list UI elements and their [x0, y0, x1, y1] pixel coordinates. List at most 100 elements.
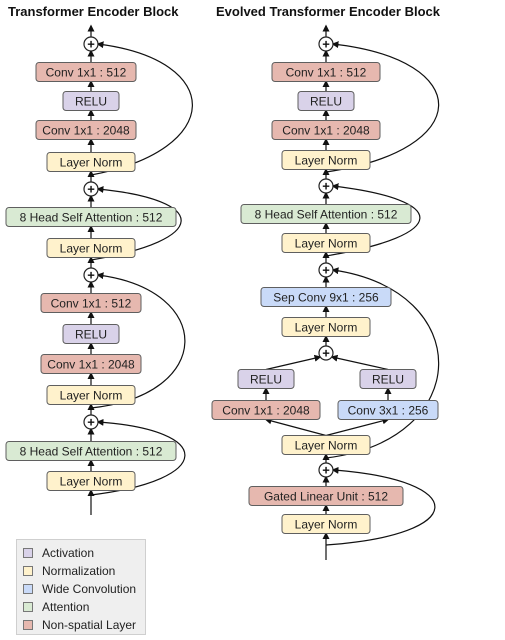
layer-box-fill [281, 150, 371, 170]
layer-box-fill [271, 120, 381, 140]
r-conv2048-l-box: Conv 1x1 : 2048 [211, 400, 321, 420]
left-block-title: Transformer Encoder Block [8, 4, 179, 19]
add-symbol: + [87, 37, 95, 52]
layer-label: Conv 1x1 : 512 [46, 66, 127, 80]
layer-label: Layer Norm [295, 439, 358, 453]
layer-box-fill [271, 62, 381, 82]
edge-merge-right [330, 354, 389, 371]
add-symbol: + [322, 179, 330, 194]
legend-item-activation: Activation [23, 545, 94, 561]
layer-box-fill [281, 514, 371, 534]
layer-label: Layer Norm [295, 518, 358, 532]
residual-right-2 [325, 267, 440, 459]
layer-label: Conv 1x1 : 2048 [42, 124, 130, 138]
l-ln-a-box: Layer Norm [46, 152, 136, 172]
legend-swatch-wide-convolution [23, 584, 33, 594]
l-attn-a-box: 8 Head Self Attention : 512 [5, 207, 177, 227]
r-ln-c-box: Layer Norm [281, 317, 371, 337]
r-ln-e-box: Layer Norm [281, 514, 371, 534]
layer-label: RELU [372, 373, 404, 387]
layer-box-fill [62, 91, 120, 111]
add-circle [83, 267, 99, 283]
add-node-la1: + [83, 36, 99, 52]
add-circle [83, 414, 99, 430]
add-node-ra3: + [318, 262, 334, 278]
layer-label: Layer Norm [295, 237, 358, 251]
layer-label: Layer Norm [295, 154, 358, 168]
layer-label: 8 Head Self Attention : 512 [20, 211, 163, 225]
right-block-title: Evolved Transformer Encoder Block [216, 4, 440, 19]
layer-box-fill [248, 486, 404, 506]
legend-label: Wide Convolution [42, 582, 137, 596]
r-attn-box: 8 Head Self Attention : 512 [240, 204, 412, 224]
r-glu-box: Gated Linear Unit : 512 [248, 486, 404, 506]
layer-box-fill [40, 293, 142, 313]
layer-label: 8 Head Self Attention : 512 [255, 208, 398, 222]
add-symbol: + [322, 263, 330, 278]
l-attn-b-box: 8 Head Self Attention : 512 [5, 441, 177, 461]
layer-box-fill [5, 207, 177, 227]
add-symbol: + [322, 37, 330, 52]
legend-item-normalization: Normalization [23, 563, 115, 579]
layer-label: Layer Norm [60, 389, 123, 403]
legend-swatch-normalization [23, 566, 33, 576]
layer-box-fill [46, 152, 136, 172]
layer-label: Layer Norm [295, 321, 358, 335]
layer-label: Sep Conv 9x1 : 256 [273, 291, 379, 305]
add-circle [318, 462, 334, 478]
legend-item-attention: Attention [23, 599, 89, 615]
layer-box-fill [297, 91, 355, 111]
layer-box-fill [237, 369, 295, 389]
legend-swatch-attention [23, 602, 33, 612]
layer-label: RELU [75, 328, 107, 342]
layer-box-fill [211, 400, 321, 420]
layer-label: Conv 1x1 : 2048 [47, 358, 135, 372]
r-conv2048-top-box: Conv 1x1 : 2048 [271, 120, 381, 140]
l-ln-c-box: Layer Norm [46, 385, 136, 405]
legend-label: Activation [42, 546, 95, 560]
layer-label: RELU [310, 95, 342, 109]
layer-box-fill [46, 471, 136, 491]
add-circle [83, 181, 99, 197]
l-relu-a-box: RELU [62, 91, 120, 111]
r-conv3x1-box: Conv 3x1 : 256 [337, 400, 439, 420]
layer-box-fill [46, 385, 136, 405]
legend-label: Non-spatial Layer [42, 618, 137, 632]
layer-box-fill [281, 317, 371, 337]
add-circle [318, 262, 334, 278]
layer-label: 8 Head Self Attention : 512 [20, 445, 163, 459]
r-relu-top-box: RELU [297, 91, 355, 111]
layer-box-fill [35, 120, 137, 140]
add-node-la3: + [83, 267, 99, 283]
add-symbol: + [87, 268, 95, 283]
l-conv512-a-box: Conv 1x1 : 512 [35, 62, 137, 82]
legend-item-wide-convolution: Wide Convolution [23, 581, 136, 597]
legend-label: Normalization [42, 564, 116, 578]
add-symbol: + [322, 463, 330, 478]
add-symbol: + [87, 182, 95, 197]
layer-box-fill [35, 62, 137, 82]
layer-label: RELU [75, 95, 107, 109]
legend-swatch-activation [23, 548, 33, 558]
r-sepconv-box: Sep Conv 9x1 : 256 [260, 287, 392, 307]
add-symbol: + [87, 415, 95, 430]
legend-item-non-spatial-layer: Non-spatial Layer [23, 617, 136, 633]
add-circle [318, 36, 334, 52]
layer-box-fill [260, 287, 392, 307]
add-node-la2: + [83, 181, 99, 197]
layer-label: RELU [250, 373, 282, 387]
layer-box-fill [62, 324, 120, 344]
r-ln-b-box: Layer Norm [281, 233, 371, 253]
layer-label: Conv 1x1 : 2048 [222, 404, 310, 418]
layer-label: Layer Norm [60, 475, 123, 489]
layer-box-fill [359, 369, 417, 389]
layer-box-fill [337, 400, 439, 420]
layer-label: Conv 1x1 : 512 [286, 66, 367, 80]
add-circle [83, 36, 99, 52]
l-conv2048-b-box: Conv 1x1 : 2048 [40, 354, 142, 374]
layer-box-fill [46, 238, 136, 258]
r-relu-r-box: RELU [359, 369, 417, 389]
layer-label: Conv 1x1 : 2048 [282, 124, 370, 138]
